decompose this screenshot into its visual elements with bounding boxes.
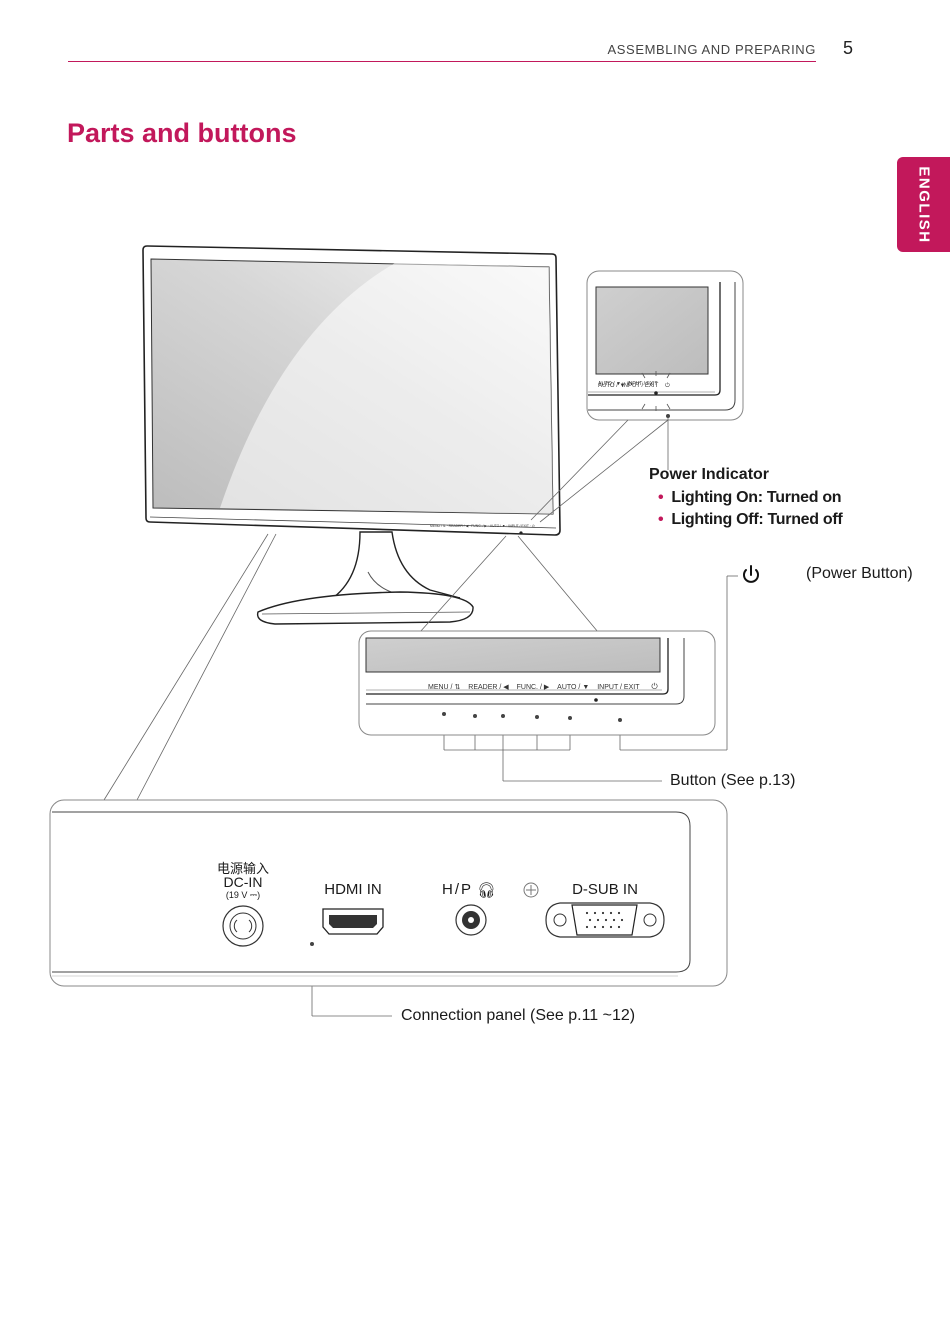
bullet-icon: • xyxy=(658,511,664,528)
monitor-front-view xyxy=(142,245,561,625)
front-button-labels-small: MENU / ⇅ · READER / ◀ · FUNC. / ▶ · AUTO… xyxy=(430,524,535,528)
button-power-icon: ⏻ xyxy=(651,682,658,691)
button-zoom-panel xyxy=(358,630,716,736)
power-indicator-inset: AUTO / ▼ INPUT / EXIT ⏻ xyxy=(586,270,744,421)
inset-label-auto: AUTO / ▼ xyxy=(598,381,621,387)
button-dots xyxy=(442,712,622,722)
svg-text:⏻: ⏻ xyxy=(665,382,670,389)
power-button-label: (Power Button) xyxy=(806,565,913,582)
button-label-reader: READER / ◀ xyxy=(468,684,509,691)
list-item: •Lighting Off: Turned off xyxy=(658,511,843,528)
headphone-label: H/P xyxy=(442,881,474,898)
button-label-auto: AUTO / ▼ xyxy=(557,684,590,691)
header-rule xyxy=(68,61,816,62)
page-number: 5 xyxy=(843,38,854,58)
dsub-port xyxy=(545,902,665,938)
page-title: Parts and buttons xyxy=(67,118,297,148)
hdmi-label: HDMI IN xyxy=(324,881,382,898)
button-callout: Button (See p.13) xyxy=(670,772,796,789)
dc-in-label: DC-IN xyxy=(223,874,263,890)
svg-text:AUTO / ▼: AUTO / ▼ xyxy=(598,383,626,389)
power-icon xyxy=(743,565,759,583)
headphone-icon: 🎧︎ xyxy=(477,882,497,899)
dc-in-rating: (19 V ⎓) xyxy=(225,890,261,900)
button-label-func: FUNC. / ▶ xyxy=(516,684,550,691)
svg-text:INPUT / EXIT: INPUT / EXIT xyxy=(622,383,659,389)
list-item: •Lighting On: Turned on xyxy=(658,489,842,506)
section-header: ASSEMBLING AND PREPARING xyxy=(607,42,816,57)
svg-text:MENU / ⇅ · READER / ◀ · FUNC.: MENU / ⇅ · READER / ◀ · FUNC. / ▶ · AUTO… xyxy=(430,524,535,528)
inset-button-labels: AUTO / ▼ INPUT / EXIT xyxy=(598,381,658,387)
dsub-label: D-SUB IN xyxy=(572,881,638,898)
dc-in-port xyxy=(222,905,264,947)
front-button-labels: MENU / ⇅ READER / ◀ FUNC. / ▶ AUTO / ▼ I… xyxy=(428,682,658,692)
button-label-menu: MENU / ⇅ xyxy=(428,684,461,691)
leader-lines xyxy=(103,418,738,1017)
headphone-port xyxy=(455,904,487,936)
button-label-input: INPUT / EXIT xyxy=(597,684,640,691)
connection-panel-callout: Connection panel (See p.11 ~12) xyxy=(401,1007,636,1024)
language-tab: ENGLISH xyxy=(897,157,950,252)
ground-icon xyxy=(523,882,539,898)
hdmi-port xyxy=(322,908,384,935)
power-indicator-heading: Power Indicator xyxy=(649,466,770,483)
inset-label-input: INPUT / EXIT xyxy=(627,381,658,387)
power-indicator-list: •Lighting On: Turned on •Lighting Off: T… xyxy=(658,487,843,531)
dc-in-chinese-label: 电源输入 xyxy=(216,861,269,876)
bullet-icon: • xyxy=(658,489,664,506)
connection-panel xyxy=(49,799,728,987)
